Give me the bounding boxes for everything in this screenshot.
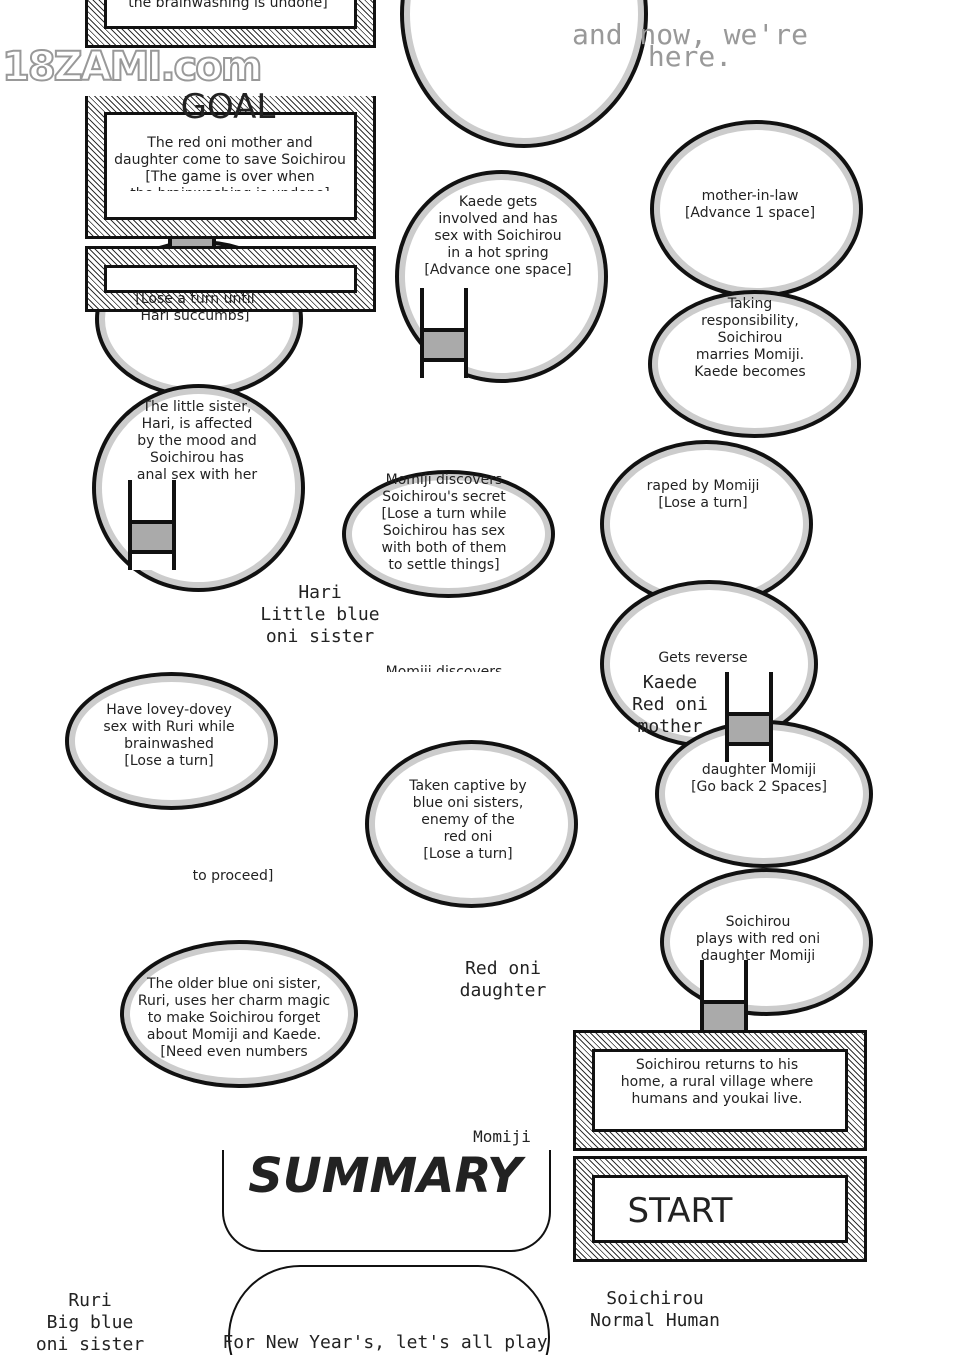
board-space [650,120,863,298]
label-ruri: Ruri Big blue oni sister [35,1290,145,1355]
label-soichirou: Soichirou Normal Human [589,1288,721,1331]
label-hari: Hari Little blue oni sister [260,582,380,647]
start-box [573,1156,867,1262]
space-text: The older blue oni sister, Ruri, uses he… [137,976,331,1060]
ladder [725,672,773,762]
board-space [600,440,813,608]
space-text: raped by Momiji [Lose a turn] [646,478,760,511]
label-kaede: Kaede Red oni mother [632,672,708,737]
board-space [365,740,578,908]
goal-box [85,0,376,48]
goal-title: GOAL [180,87,276,127]
label-momiji-role: Red oni daughter [459,958,547,1001]
space-text: Momiji discovers [385,664,503,672]
label-momiji: Momiji [473,1127,531,1146]
start-title: START [627,1191,733,1231]
space-text: Gets reverse [658,650,748,666]
space-text: Momiji discovers Soichirou's secret [Los… [381,472,507,573]
caption-top: and now, we're here. [571,18,808,73]
goal-box [85,246,376,312]
goal-text: The red oni mother and daughter come to … [114,135,346,191]
board-space [648,290,861,438]
goal-box [85,96,376,239]
space-text: to proceed] [192,868,274,884]
start-box [573,1030,867,1151]
goal-text-cut: the brainwashing is undone] [128,0,328,11]
summary-bubble-text: For New Year's, let's all play [222,1332,548,1353]
space-text: [Lose a turn until Hari succumbs] [135,291,255,324]
summary-title: SUMMARY [248,1148,522,1204]
board-space [120,940,358,1088]
board-space [92,384,305,592]
board-space [65,672,278,810]
space-text: Soichirou plays with red oni daughter Mo… [695,914,821,964]
space-text: Taking responsibility, Soichirou marries… [694,296,806,380]
start-text: Soichirou returns to his home, a rural v… [620,1057,814,1107]
board-space [342,470,555,598]
ladder [128,480,176,570]
board-space [660,868,873,1016]
space-text: mother-in-law [Advance 1 space] [684,188,816,221]
space-text: Have lovey-dovey sex with Ruri while bra… [103,702,235,769]
space-text: The little sister, Hari, is affected by … [136,399,258,483]
ladder [420,288,468,378]
watermark: 18ZAMI.com [1,43,263,91]
board-space [600,580,818,748]
space-text: daughter Momiji [Go back 2 Spaces] [691,762,827,795]
space-text: Kaede gets involved and has sex with Soi… [424,194,572,278]
space-text: Taken captive by blue oni sisters, enemy… [409,778,527,862]
summary-bubble [222,1150,551,1252]
